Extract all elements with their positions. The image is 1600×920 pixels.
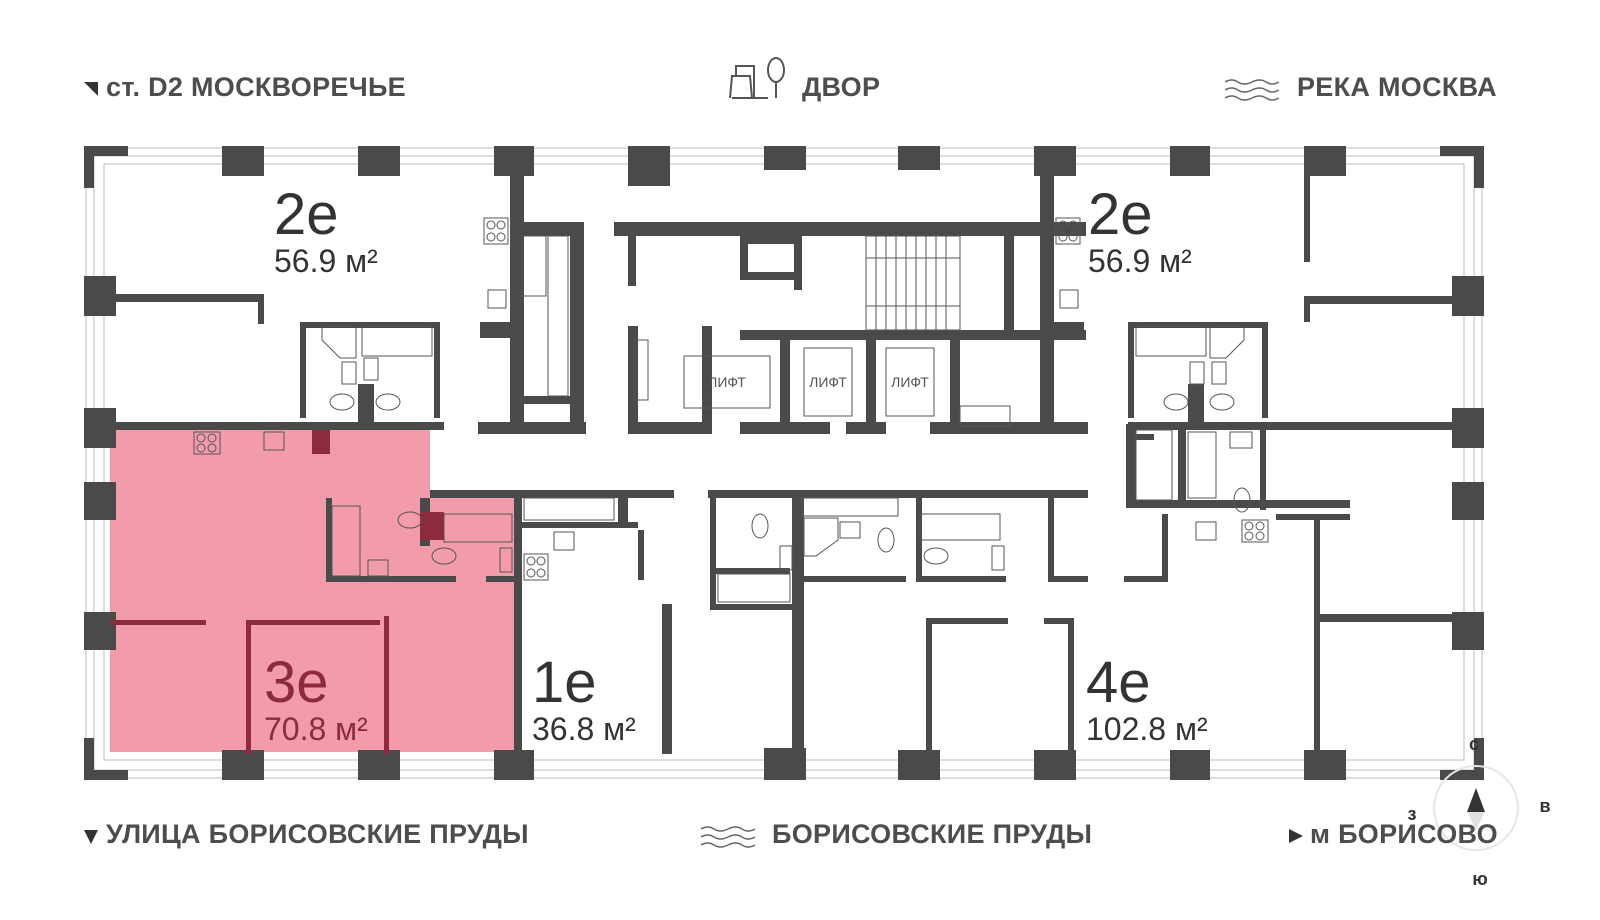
header-center-label: ДВОР <box>802 72 881 102</box>
header-right-label: РЕКА МОСКВА <box>1297 72 1497 102</box>
apartment-code: 1е <box>532 650 597 715</box>
apartment-area: 56.9 м² <box>274 243 378 279</box>
compass-east: в <box>1539 796 1550 816</box>
header-left-label: ст. D2 МОСКВОРЕЧЬЕ <box>106 72 406 102</box>
apartment-code: 3е <box>264 650 329 715</box>
lift-label-3: ЛИФТ <box>891 374 929 390</box>
footer-right-label: м БОРИСОВО <box>1310 819 1498 849</box>
lift-label-2: ЛИФТ <box>809 374 847 390</box>
footer-left-label: УЛИЦА БОРИСОВСКИЕ ПРУДЫ <box>106 819 529 849</box>
apartment-code: 4е <box>1086 650 1151 715</box>
walls <box>84 146 1484 780</box>
triangle-right-icon <box>1289 829 1303 843</box>
apartment-area: 102.8 м² <box>1086 711 1208 747</box>
apartment-area: 56.9 м² <box>1088 243 1192 279</box>
playground-tree-icon <box>729 57 785 99</box>
apartment-area: 70.8 м² <box>264 711 368 747</box>
water-waves-icon <box>700 826 756 848</box>
apartment-3e-fill[interactable] <box>110 430 514 752</box>
compass-north-arrow <box>1467 788 1485 812</box>
apartment-3e[interactable]: 3е 70.8 м² <box>264 650 368 747</box>
footer-center-label: БОРИСОВСКИЕ ПРУДЫ <box>772 819 1093 849</box>
triangle-down-left-icon <box>84 82 98 96</box>
apartment-2e-left[interactable]: 2е 56.9 м² <box>274 182 378 279</box>
apartment-2e-right[interactable]: 2е 56.9 м² <box>1088 182 1192 279</box>
apartment-4e[interactable]: 4е 102.8 м² <box>1086 650 1208 747</box>
water-waves-icon <box>1224 79 1280 101</box>
compass-north: с <box>1469 734 1479 754</box>
compass-west: з <box>1408 804 1417 824</box>
compass-ring <box>1433 765 1519 851</box>
lift-label-1: ЛИФТ <box>708 374 746 390</box>
apartment-1e[interactable]: 1е 36.8 м² <box>532 650 636 747</box>
triangle-down-icon <box>84 830 98 844</box>
apartment-area: 36.8 м² <box>532 711 636 747</box>
apartment-code: 2е <box>1088 182 1153 247</box>
fixtures <box>193 217 1269 603</box>
compass-south: ю <box>1472 869 1487 889</box>
apartment-code: 2е <box>274 182 339 247</box>
compass: с з в ю <box>1408 734 1551 889</box>
compass-south-arrow <box>1467 812 1485 830</box>
apartment-3e-walls <box>110 430 444 754</box>
